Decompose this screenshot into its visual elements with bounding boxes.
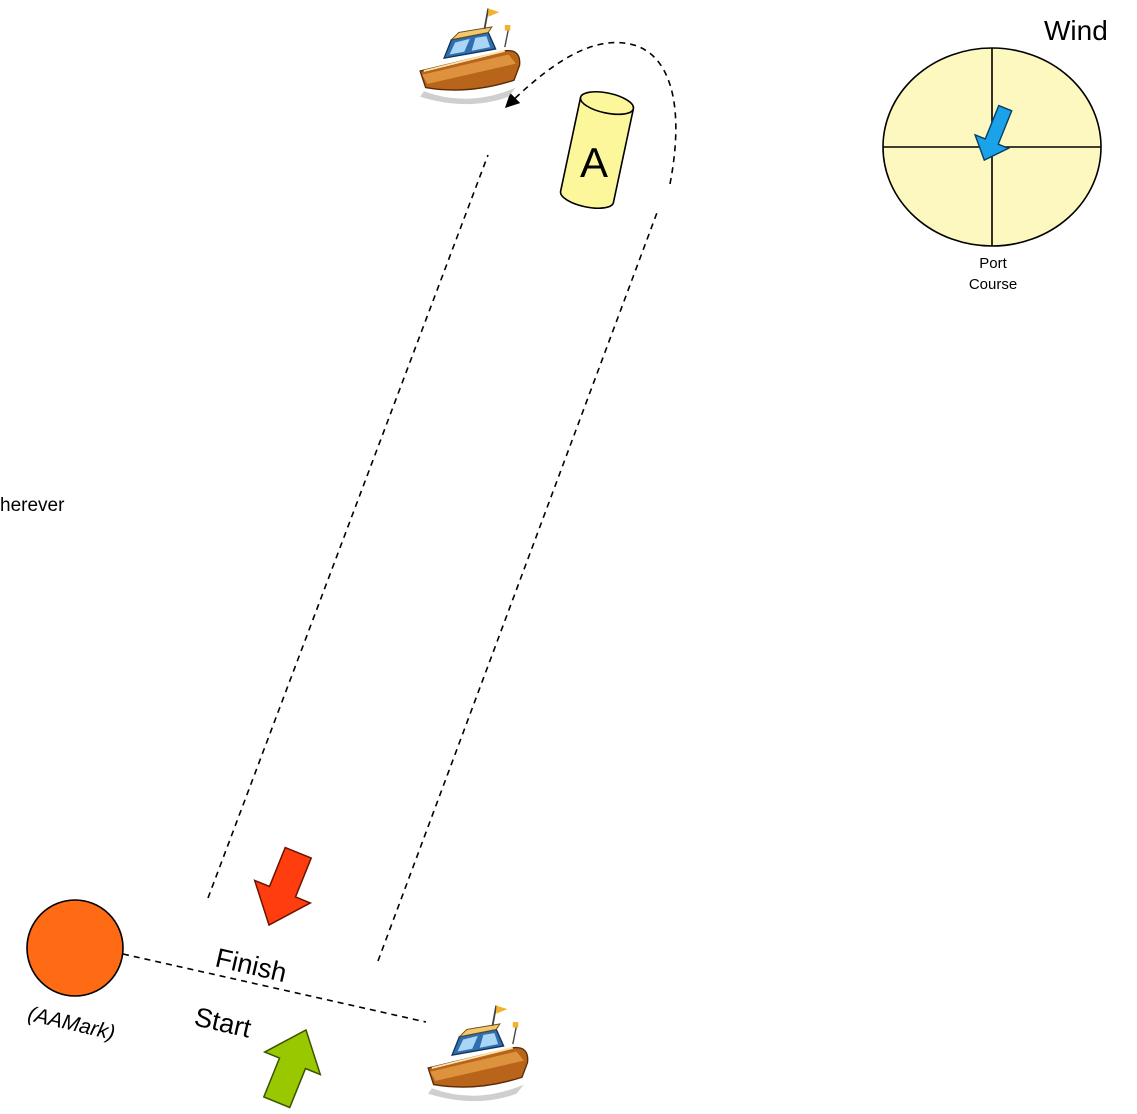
finish-label: Finish	[213, 943, 290, 988]
partial-text: herever	[0, 495, 65, 516]
port-label: Port	[979, 255, 1007, 272]
mark-a-label: A	[580, 139, 608, 186]
course-label: Course	[969, 276, 1017, 293]
start-arrow-icon	[262, 1028, 322, 1109]
wind-direction-arrow-icon	[973, 104, 1013, 162]
wind-compass	[882, 47, 1102, 247]
finish-arrow-icon	[253, 846, 313, 927]
course-path	[122, 41, 677, 1023]
motorboat-icon	[427, 1004, 529, 1103]
aa-mark-label: (AAMark)	[26, 1002, 118, 1044]
wind-label: Wind	[1044, 15, 1108, 46]
motorboat-icon	[419, 7, 521, 106]
start-label: Start	[192, 1002, 255, 1044]
mark-a-buoy	[559, 90, 635, 210]
aa-mark-circle	[26, 899, 124, 997]
